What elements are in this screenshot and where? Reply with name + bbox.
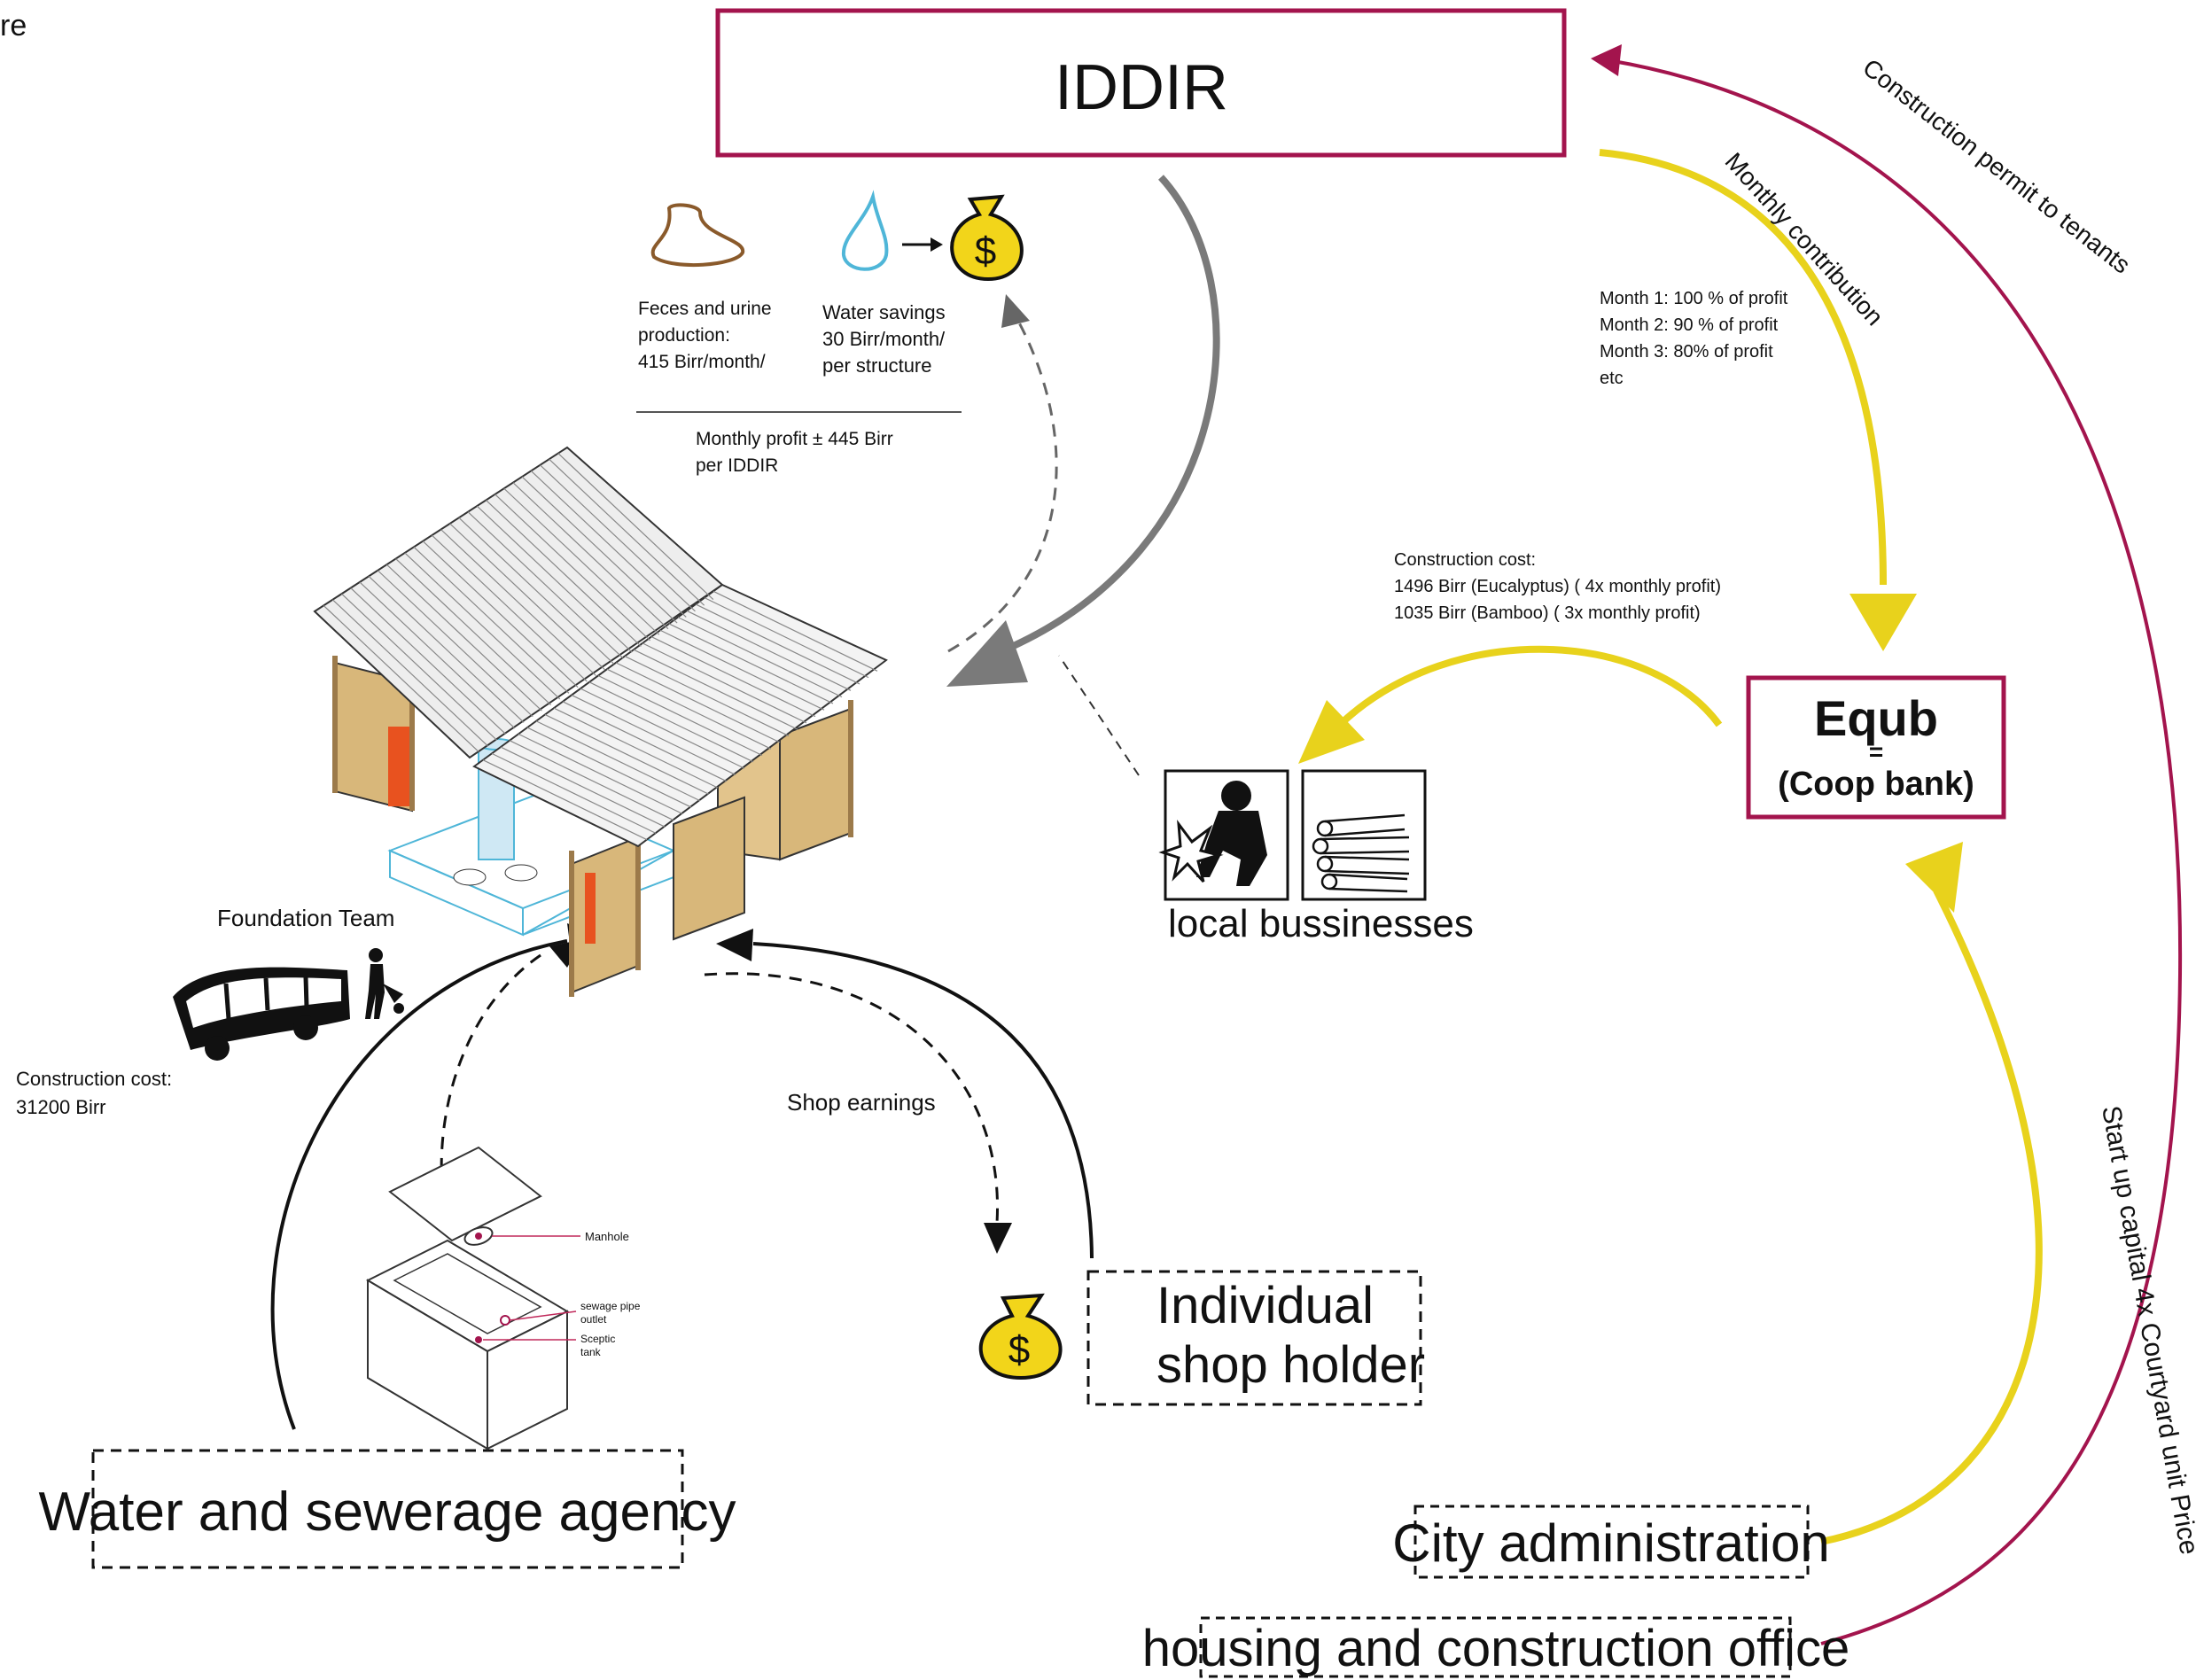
- startup-capital-label: Start up capital 4x Courtyard unit Price: [2096, 1103, 2196, 1557]
- svg-text:Monthly profit ± 445 Birr: Monthly profit ± 445 Birr: [696, 429, 893, 449]
- svg-text:Sceptic: Sceptic: [580, 1333, 615, 1345]
- svg-text:30 Birr/month/: 30 Birr/month/: [822, 328, 946, 350]
- construction-permit-arrow: [1591, 44, 2183, 1645]
- local-businesses-label: local bussinesses: [1168, 902, 1474, 945]
- svg-text:1035 Birr (Bamboo) ( 3x monthl: 1035 Birr (Bamboo) ( 3x monthly profit): [1394, 603, 1701, 623]
- construction-cost-local-annotation: Construction cost: 1496 Birr (Eucalyptus…: [1394, 550, 1721, 623]
- svg-text:tank: tank: [580, 1346, 602, 1358]
- individual-shop-holder-box: Individual shop holder: [1086, 1270, 1425, 1406]
- monthly-schedule-annotation: Month 1: 100 % of profit Month 2: 90 % o…: [1600, 289, 1788, 388]
- feces-annotation: Feces and urine production: 415 Birr/mon…: [638, 299, 772, 372]
- housing-office-label: housing and construction office: [1142, 1620, 1850, 1677]
- city-admin-box: City administration: [1392, 1505, 1830, 1579]
- equb-title: Equb: [1814, 690, 1938, 746]
- svg-text:sewage pipe: sewage pipe: [580, 1300, 641, 1312]
- feces-icon: [650, 203, 745, 267]
- bus-icon: [173, 967, 350, 1061]
- shop-earnings-dashed-arrow: [704, 972, 1012, 1254]
- equb-equals: =: [1869, 738, 1883, 766]
- water-agency-box: Water and sewerage agency: [39, 1449, 736, 1569]
- construction-cost-arrow: [1298, 645, 1723, 764]
- equb-box: Equb = (Coop bank): [1746, 675, 2006, 820]
- foundation-team-label: Foundation Team: [217, 905, 394, 931]
- monthly-contribution-arrow: [1599, 149, 1917, 651]
- septic-tank-label: Sceptic tank: [580, 1333, 615, 1358]
- dollar-sign: $: [975, 229, 996, 273]
- startup-capital-arrow: [1820, 842, 2043, 1545]
- svg-text:415 Birr/month/: 415 Birr/month/: [638, 352, 766, 372]
- svg-text:outlet: outlet: [580, 1313, 607, 1326]
- svg-text:31200 Birr: 31200 Birr: [16, 1096, 106, 1118]
- svg-text:etc: etc: [1600, 369, 1624, 388]
- businesses-dashed-line: [1058, 655, 1140, 776]
- dollar-sign-shop: $: [1008, 1328, 1030, 1372]
- equb-subtitle: (Coop bank): [1778, 766, 1974, 803]
- savings-dashed-arrow: [947, 294, 1058, 653]
- shop-holder-arrow: [716, 929, 1094, 1259]
- welder-icon: [1158, 769, 1289, 901]
- water-savings-annotation: Water savings 30 Birr/month/ per structu…: [822, 301, 946, 377]
- svg-text:Water savings: Water savings: [822, 301, 946, 323]
- corner-text: re: [0, 9, 27, 43]
- manhole-label: Manhole: [585, 1230, 629, 1243]
- shop-holder-line1: Individual: [1156, 1277, 1374, 1334]
- shop-earnings-label: Shop earnings: [787, 1089, 936, 1116]
- shop-holder-line2: shop holder: [1156, 1336, 1425, 1394]
- construction-cost-foundation-annotation: Construction cost: 31200 Birr: [16, 1068, 172, 1118]
- timber-logs-icon: [1301, 769, 1427, 901]
- svg-text:per IDDIR: per IDDIR: [696, 455, 778, 476]
- arrow-right-icon: [902, 237, 943, 252]
- water-agency-label: Water and sewerage agency: [39, 1482, 736, 1543]
- iddir-label: IDDIR: [1055, 52, 1228, 123]
- sewage-outlet-label: sewage pipe outlet: [580, 1300, 641, 1326]
- construction-permit-label: Construction permit to tenants: [1857, 53, 2135, 278]
- svg-text:1496 Birr (Eucalyptus) ( 4x mo: 1496 Birr (Eucalyptus) ( 4x monthly prof…: [1394, 577, 1721, 596]
- housing-office-box: housing and construction office: [1142, 1616, 1850, 1678]
- worker-wheelbarrow-icon: [365, 948, 404, 1019]
- svg-text:Month 1: 100 % of profit: Month 1: 100 % of profit: [1600, 289, 1788, 308]
- svg-text:Month 2: 90 % of profit: Month 2: 90 % of profit: [1600, 315, 1779, 335]
- svg-text:Construction cost:: Construction cost:: [1394, 550, 1536, 570]
- iddir-box: IDDIR: [715, 8, 1567, 158]
- city-admin-label: City administration: [1392, 1513, 1830, 1573]
- svg-text:per structure: per structure: [822, 354, 932, 377]
- septic-tank-illustration: [365, 1146, 580, 1451]
- svg-text:Feces and urine: Feces and urine: [638, 299, 772, 319]
- svg-text:production:: production:: [638, 325, 730, 346]
- monthly-profit-annotation: Monthly profit ± 445 Birr per IDDIR: [696, 429, 893, 476]
- svg-text:Month 3: 80% of profit: Month 3: 80% of profit: [1600, 342, 1773, 362]
- svg-text:Construction cost:: Construction cost:: [16, 1068, 172, 1090]
- water-drop-icon: [841, 190, 889, 271]
- money-bag-icon: $: [950, 194, 1024, 282]
- toilet-structure-illustration: [313, 446, 888, 997]
- money-bag-icon: $: [978, 1293, 1063, 1381]
- iddir-to-building-arrow: [946, 175, 1220, 687]
